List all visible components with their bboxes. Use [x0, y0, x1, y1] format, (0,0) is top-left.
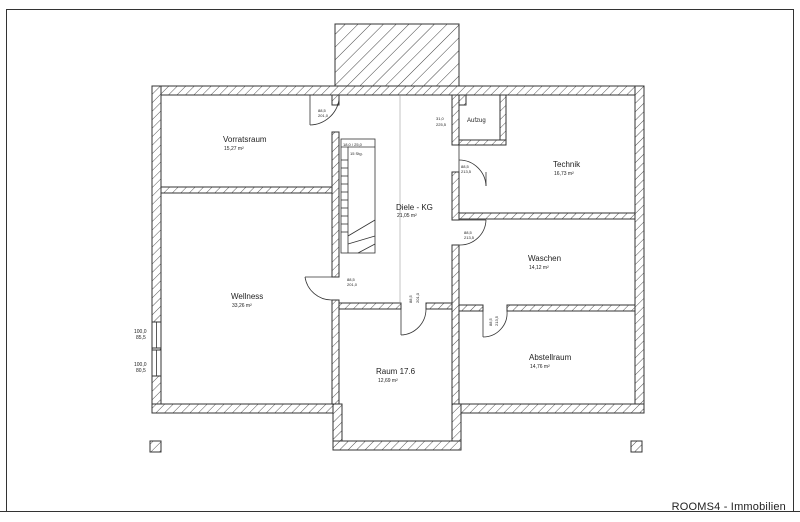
windows-left	[151, 321, 162, 377]
staircase	[340, 138, 376, 254]
door-wellness-dim-2: 201,0	[347, 282, 358, 287]
shaft-block	[334, 23, 460, 87]
door-waschen-dim-1: 88,5	[464, 230, 473, 235]
door-vorrat-dim-1: 88,5	[318, 108, 327, 113]
door-abstell-dim-2: 213,5	[494, 315, 499, 326]
door-abstell-dim-1: 88,5	[488, 317, 493, 326]
door-swings	[304, 95, 508, 338]
door-waschen-dim-2: 213,5	[464, 235, 475, 240]
room-area-abstellraum: 14,76 m²	[530, 364, 550, 370]
inner-walls	[160, 94, 636, 405]
room-area-wellness: 33,26 m²	[232, 303, 252, 309]
room-area-waschen: 14,12 m²	[529, 265, 549, 271]
room-area-vorratsraum: 15,27 m²	[224, 146, 244, 152]
room-area-diele: 21,05 m²	[397, 213, 417, 219]
marker-right	[630, 440, 643, 453]
outer-walls	[151, 85, 645, 451]
marker-left	[149, 440, 162, 453]
window-1-dim-a: 100,0	[134, 329, 147, 335]
door-raum-dim-2: 201,0	[415, 292, 420, 303]
room-area-technik: 16,73 m²	[554, 171, 574, 177]
door-technik-dim-1: 88,5	[461, 164, 470, 169]
aufzug-label: Aufzug	[467, 118, 486, 124]
aufzug-dim-1: 31,0	[436, 116, 445, 121]
door-raum-dim-1: 88,5	[408, 294, 413, 303]
stair-dim: 18,0 / 25,0	[343, 142, 363, 147]
room-name-waschen: Waschen	[528, 254, 561, 263]
room-area-raum176: 12,69 m²	[378, 378, 398, 384]
door-vorrat-dim-2: 201,0	[318, 113, 329, 118]
aufzug-dim-2: 225,5	[436, 122, 447, 127]
brand-label: ROOMS4 - Immobilien	[671, 501, 786, 513]
room-name-diele: Diele - KG	[396, 203, 433, 212]
door-wellness-dim-1: 88,5	[347, 277, 356, 282]
room-name-abstellraum: Abstellraum	[529, 353, 572, 362]
room-name-raum176: Raum 17.6	[376, 367, 416, 376]
door-technik-dim-2: 213,5	[461, 169, 472, 174]
stair-steps: 15 Stg.	[350, 151, 363, 156]
room-name-wellness: Wellness	[231, 292, 263, 301]
window-1-dim-b: 85,5	[136, 335, 146, 341]
window-2-dim-b: 80,5	[136, 368, 146, 374]
room-name-vorratsraum: Vorratsraum	[223, 135, 267, 144]
room-name-technik: Technik	[553, 160, 581, 169]
window-2-dim-a: 100,0	[134, 362, 147, 368]
